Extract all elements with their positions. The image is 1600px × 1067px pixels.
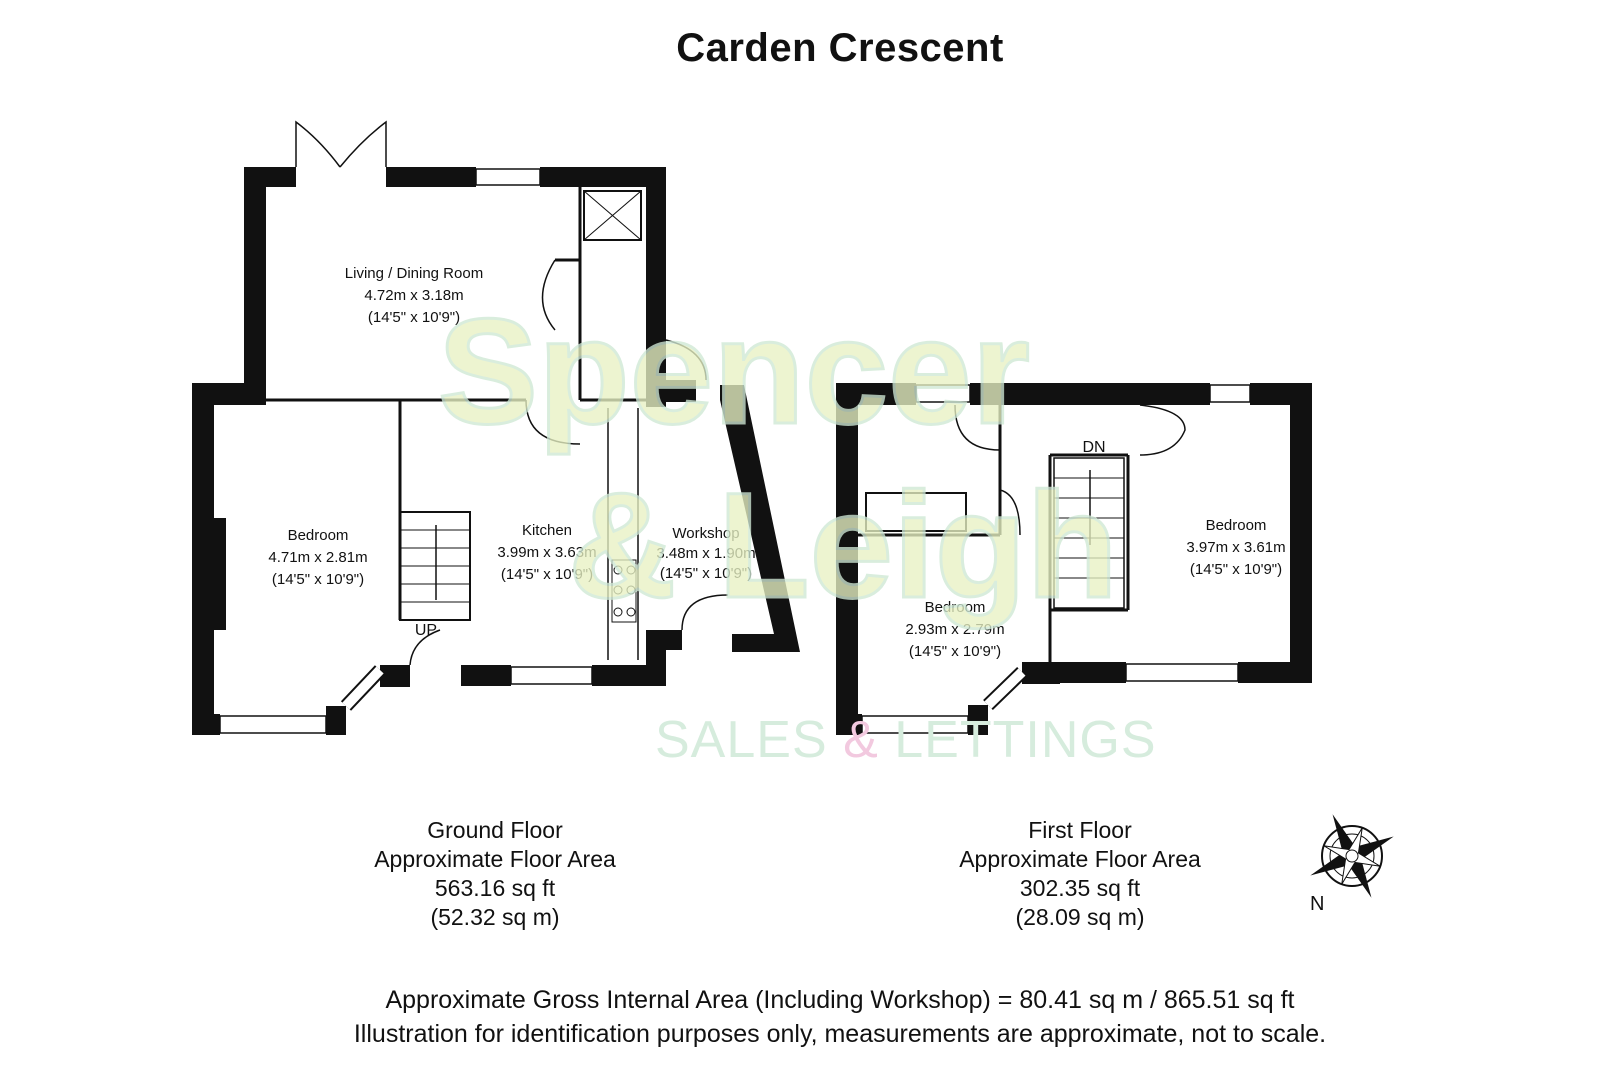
- room-dims-ff-bedroom-large-m: 3.97m x 3.61m: [1186, 539, 1285, 556]
- room-dims-ff-bedroom-small-m: 2.93m x 2.79m: [905, 621, 1004, 638]
- watermark-tagline: SALES & LETTINGS: [655, 710, 1157, 770]
- room-dims-living-dining-m: 4.72m x 3.18m: [364, 287, 463, 304]
- ground-floor-area-label: Approximate Floor Area: [374, 846, 616, 872]
- room-dims-kitchen-ft: (14'5" x 10'9"): [501, 566, 593, 583]
- watermark-brand-line2: & Leigh: [567, 461, 1120, 629]
- ground-floor-area-sqm: (52.32 sq m): [430, 904, 560, 930]
- ground-floor-area-sqft: 563.16 sq ft: [434, 875, 556, 901]
- watermark-tagline-right: LETTINGS: [878, 711, 1157, 769]
- room-dims-workshop-ft: (14'5" x 10'9"): [660, 565, 752, 582]
- room-dims-gf-bedroom-m: 4.71m x 2.81m: [268, 549, 367, 566]
- compass-label: N: [1310, 893, 1324, 915]
- first-floor-area-sqft: 302.35 sq ft: [1019, 875, 1141, 901]
- first-floor-interior: [858, 384, 1251, 734]
- stair-label-dn: DN: [1082, 439, 1105, 456]
- watermark-tagline-left: SALES: [655, 711, 844, 769]
- room-name-workshop: Workshop: [672, 525, 739, 542]
- plan-title: Carden Crescent: [676, 26, 1004, 70]
- watermark-tagline-amp: &: [843, 711, 879, 769]
- room-dims-gf-bedroom-ft: (14'5" x 10'9"): [272, 571, 364, 588]
- room-dims-workshop-m: 3.48m x 1.90m: [656, 545, 755, 562]
- ground-floor-plan: [192, 167, 800, 735]
- ground-floor-interior: [219, 120, 729, 734]
- room-dims-ff-bedroom-large-ft: (14'5" x 10'9"): [1190, 561, 1282, 578]
- room-name-ff-bedroom-large: Bedroom: [1206, 517, 1267, 534]
- watermark-brand-line1: Spencer: [437, 287, 1032, 455]
- room-name-kitchen: Kitchen: [522, 522, 572, 539]
- compass-rose-icon: [1310, 814, 1394, 898]
- first-floor-summary: First Floor Approximate Floor Area 302.3…: [925, 816, 1235, 932]
- first-floor-plan: [836, 383, 1312, 735]
- room-dims-living-dining-ft: (14'5" x 10'9"): [368, 309, 460, 326]
- ground-floor-name: Ground Floor: [427, 817, 563, 843]
- first-floor-name: First Floor: [1028, 817, 1132, 843]
- gross-area-note: Approximate Gross Internal Area (Includi…: [385, 986, 1295, 1014]
- ground-floor-summary: Ground Floor Approximate Floor Area 563.…: [340, 816, 650, 932]
- disclaimer-note: Illustration for identification purposes…: [353, 1020, 1327, 1048]
- room-name-living-dining: Living / Dining Room: [345, 265, 483, 282]
- stair-label-up: UP: [415, 622, 437, 639]
- room-name-gf-bedroom: Bedroom: [288, 527, 349, 544]
- first-floor-area-label: Approximate Floor Area: [959, 846, 1201, 872]
- room-dims-kitchen-m: 3.99m x 3.63m: [497, 544, 596, 561]
- first-floor-area-sqm: (28.09 sq m): [1015, 904, 1145, 930]
- room-dims-ff-bedroom-small-ft: (14'5" x 10'9"): [909, 643, 1001, 660]
- room-name-ff-bedroom-small: Bedroom: [925, 599, 986, 616]
